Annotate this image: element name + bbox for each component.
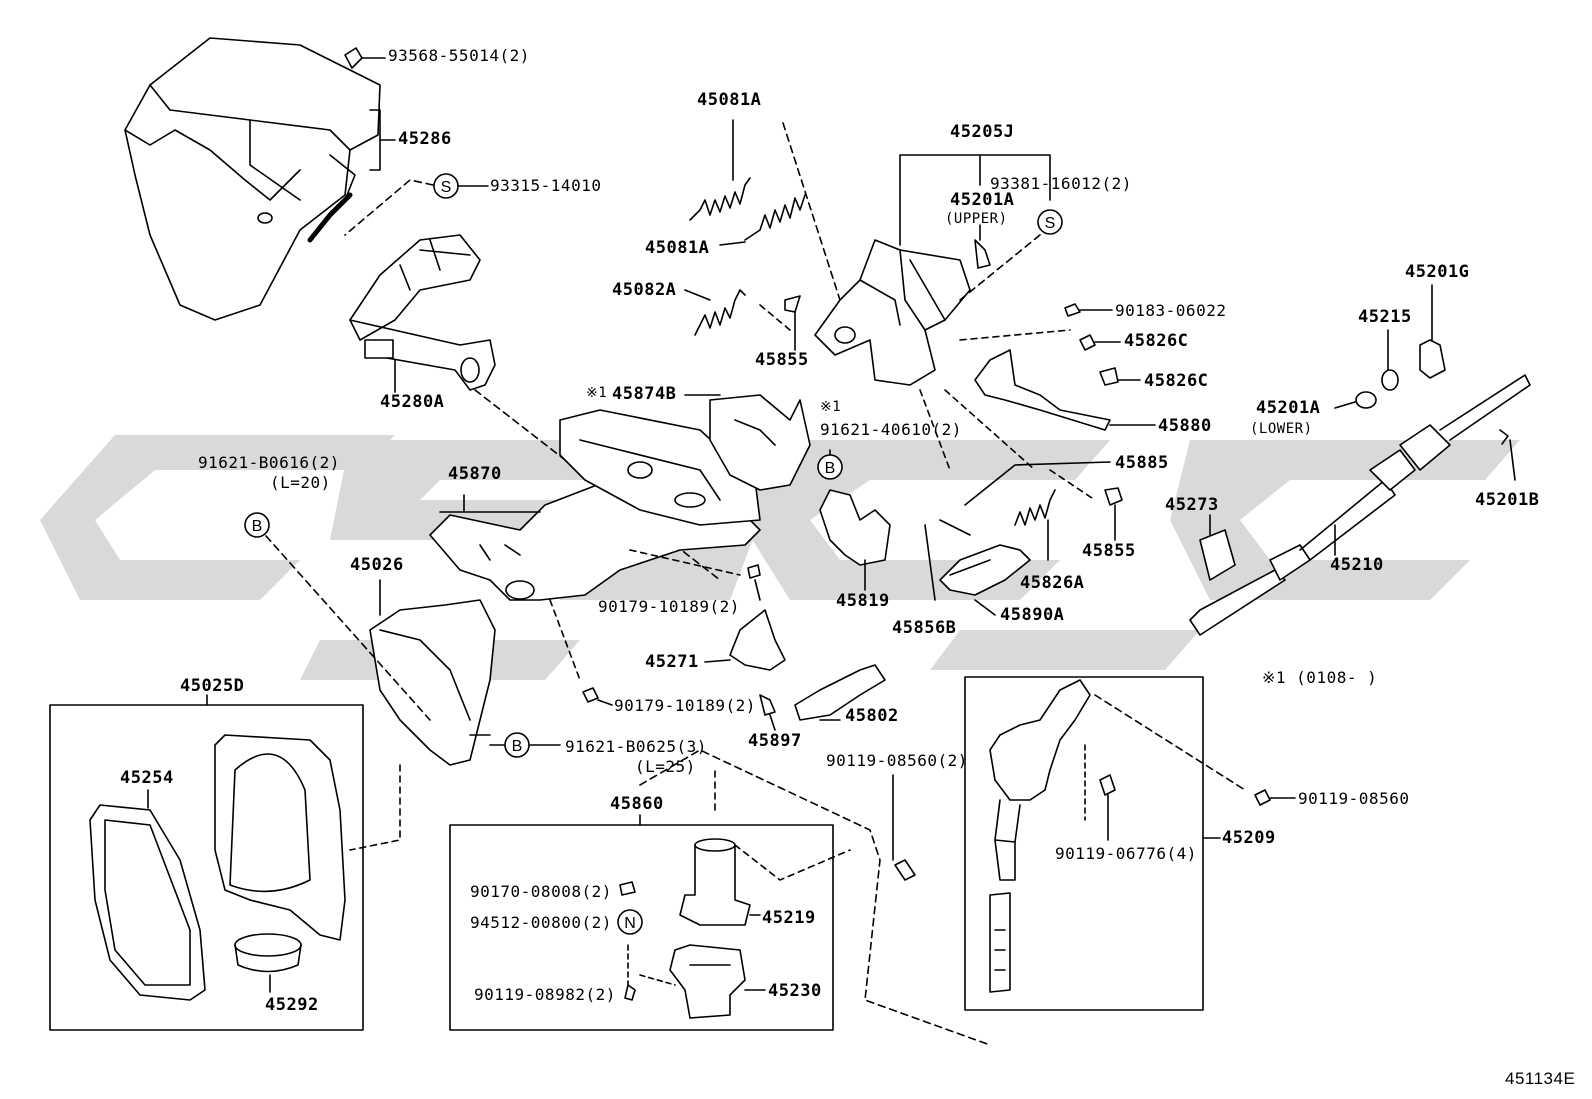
part-45273 (1199, 529, 1236, 581)
label-45230: 45230 (768, 981, 822, 1001)
steering-column-45870-part (429, 409, 761, 601)
label-45201g: 45201G (1405, 262, 1470, 282)
label-45286: 45286 (398, 129, 452, 149)
label-45215: 45215 (1358, 307, 1412, 327)
label-45860: 45860 (610, 794, 664, 814)
label-45885: 45885 (1115, 453, 1169, 473)
label-45855-a: 45855 (755, 350, 809, 370)
label-upper: (UPPER) (945, 211, 1008, 227)
rod-45885 (964, 461, 1111, 506)
label-90183-06022: 90183-06022 (1115, 301, 1227, 320)
label-45210: 45210 (1330, 555, 1384, 575)
label-note1: ※1 (0108- ) (1262, 668, 1378, 687)
label-91621-b0616: 91621-B0616(2) (198, 453, 340, 472)
label-lower: (LOWER) (1250, 421, 1313, 437)
label-45271: 45271 (645, 652, 699, 672)
circle-s-93315: S (441, 179, 452, 196)
circle-b-91621-b0625: B (512, 738, 523, 755)
label-45025d: 45025D (180, 676, 245, 696)
boot-45026-part (369, 599, 496, 766)
assembly-box-45209 (964, 676, 1204, 1011)
label-45026: 45026 (350, 555, 404, 575)
label-45081a-top: 45081A (697, 90, 762, 110)
label-45826c-b: 45826C (1144, 371, 1209, 391)
label-90119-08560-b: 90119-08560 (1298, 789, 1410, 808)
label-45280a: 45280A (380, 392, 445, 412)
column-cover-part (124, 37, 381, 321)
part-45802 (794, 664, 886, 721)
spring-45826a (1014, 489, 1056, 526)
label-45870: 45870 (448, 464, 502, 484)
part-45230 (669, 944, 746, 1019)
part-45254 (89, 804, 206, 1001)
assembly-box-45860 (449, 824, 834, 1031)
label-45890a: 45890A (1000, 605, 1065, 625)
label-45802: 45802 (845, 706, 899, 726)
bracket-45280a-part (349, 234, 496, 391)
label-91621-40610: 91621-40610(2) (820, 420, 962, 439)
nut-45855 (784, 295, 801, 313)
label-45855-b: 45855 (1082, 541, 1136, 561)
spring-45082a (684, 289, 746, 336)
clip-45271-part (729, 609, 786, 671)
label-90170-08008: 90170-08008(2) (470, 882, 612, 901)
label-93568-55014: 93568-55014(2) (388, 46, 530, 65)
label-45292: 45292 (265, 995, 319, 1015)
part-45819 (819, 489, 891, 566)
label-45273: 45273 (1165, 495, 1219, 515)
spring-45081a-upper (689, 119, 751, 221)
universal-joint-45209-part (989, 679, 1091, 993)
label-45856b: 45856B (892, 618, 957, 638)
label-45219: 45219 (762, 908, 816, 928)
label-45081a-mid: 45081A (645, 238, 710, 258)
label-94512-00800: 94512-00800(2) (470, 913, 612, 932)
label-45201a-upper: 45201A (950, 190, 1015, 210)
label-45897: 45897 (748, 731, 802, 751)
label-45826a: 45826A (1020, 573, 1085, 593)
label-45205j: 45205J (950, 122, 1015, 142)
label-45880: 45880 (1158, 416, 1212, 436)
circle-n-94512: N (624, 915, 636, 932)
label-45201b: 45201B (1475, 490, 1540, 510)
label-mark1-a: ※1 (586, 385, 608, 401)
part-45292 (234, 933, 302, 973)
spring-45081a-lower (719, 194, 806, 246)
part-45025d-cover (214, 734, 346, 941)
label-45826c-a: 45826C (1124, 331, 1189, 351)
label-90179-10189-a: 90179-10189(2) (598, 597, 740, 616)
label-l25: (L=25) (635, 757, 696, 776)
label-90119-08560-a: 90119-08560(2) (826, 751, 968, 770)
label-mark1-b: ※1 (820, 399, 842, 415)
part-45890a (939, 544, 1031, 596)
bracket-45874b-part (709, 394, 811, 491)
drawing-code: 451134E (1505, 1069, 1576, 1088)
circle-s-93381: S (1045, 215, 1056, 232)
lever-45880-part (974, 349, 1111, 431)
upper-bracket-45205j-part (814, 239, 971, 386)
label-90179-10189-b: 90179-10189(2) (614, 696, 756, 715)
circle-b-91621-b0616: B (252, 518, 263, 535)
label-90119-08982: 90119-08982(2) (474, 985, 616, 1004)
label-91621-b0625: 91621-B0625(3) (565, 737, 707, 756)
part-45219 (679, 838, 751, 926)
label-45874b: 45874B (612, 384, 677, 404)
label-l20: (L=20) (270, 473, 331, 492)
label-45254: 45254 (120, 768, 174, 788)
spring-45201g (1419, 339, 1446, 379)
label-45819: 45819 (836, 591, 890, 611)
label-45201a-lower: 45201A (1256, 398, 1321, 418)
label-93381-16012: 93381-16012(2) (990, 174, 1132, 193)
label-90119-06776: 90119-06776(4) (1055, 844, 1197, 863)
label-93315-14010: 93315-14010 (490, 176, 602, 195)
label-45209: 45209 (1222, 828, 1276, 848)
label-45082a: 45082A (612, 280, 677, 300)
intermediate-shaft-45210-part (1189, 374, 1531, 636)
circle-b-91621-40610: B (825, 460, 836, 477)
symbol-markers: S S B B B N (244, 173, 1063, 935)
